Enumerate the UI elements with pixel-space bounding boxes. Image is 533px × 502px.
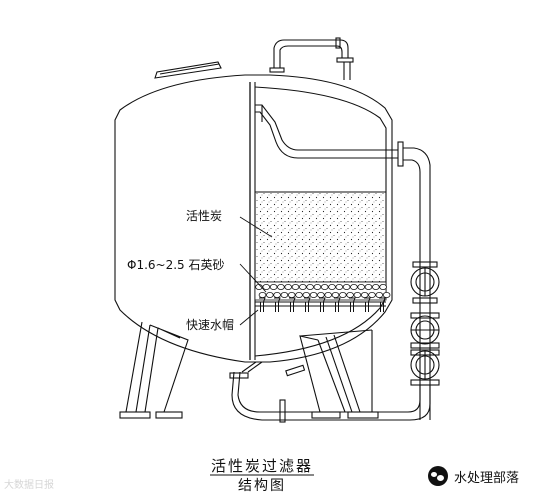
pebble bbox=[291, 283, 300, 290]
pebble bbox=[317, 291, 325, 298]
top-inlet-pipe bbox=[273, 39, 349, 68]
nozzle bbox=[319, 297, 326, 312]
watermark-left: 大数据日报 bbox=[4, 480, 54, 491]
carbon-layer bbox=[254, 191, 387, 283]
nozzle bbox=[379, 297, 386, 312]
pebble bbox=[331, 291, 340, 298]
bottom-outlet-pipe bbox=[237, 371, 421, 413]
nozzle bbox=[274, 297, 281, 312]
pebble bbox=[371, 283, 380, 290]
pebble bbox=[353, 291, 362, 298]
pebble bbox=[258, 291, 267, 298]
wechat-logo-icon bbox=[428, 466, 448, 486]
pebble bbox=[328, 283, 336, 290]
label-quartz-sand: Φ1.6~2.5 石英砂 bbox=[127, 258, 224, 272]
vessel-outline-right bbox=[255, 74, 393, 363]
caption-title: 活性炭过滤器 bbox=[211, 457, 313, 475]
nozzle bbox=[289, 297, 296, 312]
manhole bbox=[154, 61, 222, 79]
pebble bbox=[265, 291, 274, 298]
pebble bbox=[350, 283, 358, 290]
leader-lines bbox=[239, 216, 273, 326]
pebble bbox=[277, 283, 285, 290]
label-activated-carbon: 活性炭 bbox=[186, 209, 222, 223]
gravel-layer bbox=[254, 281, 391, 301]
pebble bbox=[375, 291, 384, 298]
pebble bbox=[357, 283, 366, 290]
watermark-text: 水处理部落 bbox=[454, 470, 520, 486]
pebble bbox=[295, 291, 303, 298]
nozzle bbox=[259, 297, 266, 312]
pebble bbox=[262, 283, 271, 290]
pebble bbox=[368, 291, 376, 298]
pebble bbox=[360, 291, 369, 298]
pebble bbox=[379, 283, 387, 290]
nozzle bbox=[334, 297, 341, 312]
pebble bbox=[302, 291, 311, 298]
pebble bbox=[287, 291, 296, 298]
pebble bbox=[335, 283, 344, 290]
nozzle bbox=[364, 297, 371, 312]
pebble bbox=[306, 283, 314, 290]
pebble bbox=[324, 291, 333, 298]
vessel-outline bbox=[114, 74, 255, 363]
pebble bbox=[364, 283, 373, 290]
pebble bbox=[269, 283, 278, 290]
pebble bbox=[298, 283, 307, 290]
nozzle bbox=[349, 297, 356, 312]
pebble bbox=[338, 291, 347, 298]
pebble bbox=[382, 291, 391, 298]
pebble bbox=[273, 291, 281, 298]
watermark-right: 水处理部落 bbox=[428, 462, 519, 490]
left-leg bbox=[125, 321, 189, 413]
nozzle bbox=[304, 297, 311, 312]
right-leg bbox=[299, 330, 373, 413]
pebble bbox=[346, 291, 354, 298]
nozzle-plate bbox=[255, 297, 386, 312]
upper-flange bbox=[397, 141, 404, 167]
pebble bbox=[309, 291, 318, 298]
caption-subtitle: 结构图 bbox=[238, 478, 286, 494]
inlet-distributor bbox=[255, 104, 398, 151]
pebble bbox=[284, 283, 293, 290]
right-outlet-pipe bbox=[403, 147, 431, 420]
pebble bbox=[342, 283, 351, 290]
pebble bbox=[280, 291, 289, 298]
pebble bbox=[313, 283, 322, 290]
label-nozzle: 快速水帽 bbox=[186, 317, 234, 332]
pebble bbox=[320, 283, 329, 290]
